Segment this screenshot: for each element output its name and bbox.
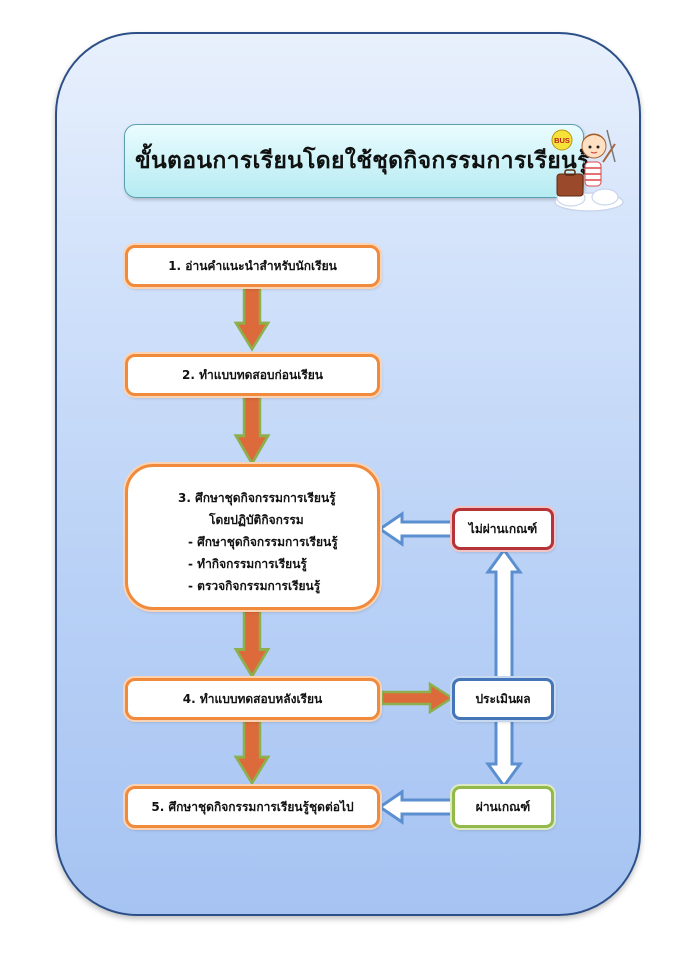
pass-label: ผ่านเกณฑ์	[475, 799, 531, 814]
arrow-step2-to-step3	[234, 391, 270, 466]
step-3-line-5: - ตรวจกิจกรรมการเรียนรู้	[188, 579, 321, 593]
step-5-box: 5. ศึกษาชุดกิจกรรมการเรียนรู้ชุดต่อไป	[125, 786, 380, 828]
step-2-label: 2. ทำแบบทดสอบก่อนเรียน	[181, 367, 323, 382]
step-3-line-2: โดยปฏิบัติกิจกรรม	[209, 513, 304, 527]
bus-sign-text: BUS	[554, 136, 570, 145]
title-banner: ขั้นตอนการเรียนโดยใช้ชุดกิจกรรมการเรียนร…	[124, 124, 589, 198]
step-3-line-1: 3. ศึกษาชุดกิจกรรมการเรียนรู้	[178, 491, 336, 505]
step-1-box: 1. อ่านคำแนะนำสำหรับนักเรียน	[125, 245, 380, 287]
page-title: ขั้นตอนการเรียนโดยใช้ชุดกิจกรรมการเรียนร…	[135, 148, 590, 174]
mascot-illustration: BUS	[551, 129, 624, 212]
arrow-evaluate-to-pass	[485, 718, 523, 789]
arrow-step4-to-evaluate	[380, 681, 455, 715]
arrow-fail-to-step3	[377, 511, 454, 547]
step-1-label: 1. อ่านคำแนะนำสำหรับนักเรียน	[168, 258, 337, 273]
pass-box: ผ่านเกณฑ์	[452, 786, 554, 828]
step-4-box: 4. ทำแบบทดสอบหลังเรียน	[125, 678, 380, 720]
step-2-box: 2. ทำแบบทดสอบก่อนเรียน	[125, 354, 380, 396]
evaluate-label: ประเมินผล	[475, 691, 531, 706]
evaluate-box: ประเมินผล	[452, 678, 554, 720]
step-3-line-4: - ทำกิจกรรมการเรียนรู้	[188, 557, 307, 571]
arrow-pass-to-step5	[377, 789, 454, 825]
arrow-step3-to-step4	[234, 606, 270, 678]
arrow-step1-to-step2	[234, 281, 270, 351]
arrow-evaluate-to-fail	[485, 547, 523, 680]
step-3-line-3: - ศึกษาชุดกิจกรรมการเรียนรู้	[188, 535, 338, 549]
step-4-label: 4. ทำแบบทดสอบหลังเรียน	[182, 691, 323, 706]
fail-box: ไม่ผ่านเกณฑ์	[452, 508, 554, 550]
arrow-step4-to-step5	[234, 715, 270, 785]
fail-label: ไม่ผ่านเกณฑ์	[468, 521, 538, 536]
step-3-box: 3. ศึกษาชุดกิจกรรมการเรียนรู้ โดยปฏิบัติ…	[125, 464, 380, 610]
step-5-label: 5. ศึกษาชุดกิจกรรมการเรียนรู้ชุดต่อไป	[151, 799, 354, 814]
